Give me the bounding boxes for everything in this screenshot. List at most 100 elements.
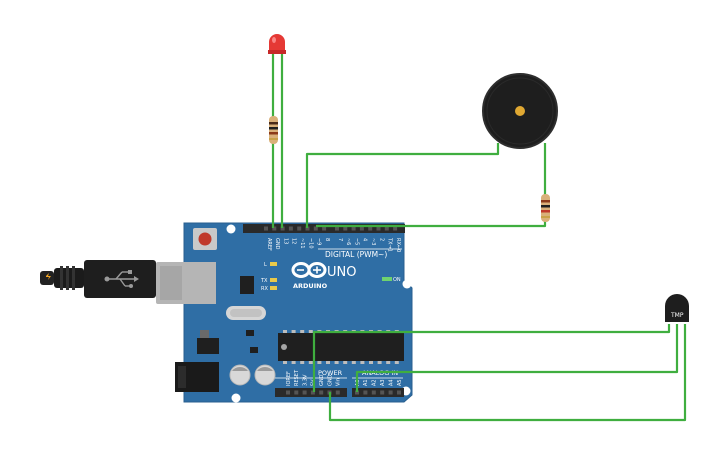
usb-chip	[240, 276, 254, 294]
wire-buzzer-to-gnd[interactable]	[316, 143, 547, 228]
analog-pin-label: A5	[397, 379, 403, 386]
analog-pin-label: A3	[380, 379, 386, 386]
mounting-hole	[402, 279, 412, 289]
power-led	[382, 277, 392, 281]
digital-pin-hole[interactable]	[359, 226, 364, 231]
analog-pin-hole[interactable]	[355, 390, 359, 395]
analog-pin-hole[interactable]	[363, 390, 368, 395]
digital-pin-hole[interactable]	[351, 226, 356, 231]
digital-pin-label: 12	[291, 238, 297, 244]
power-pin-label: IOREF	[286, 371, 292, 386]
usb-cable-tip	[40, 271, 54, 285]
digital-pin-label: 7	[337, 238, 343, 241]
mounting-hole	[231, 393, 241, 403]
analog-header[interactable]	[352, 388, 404, 397]
tx-led	[270, 278, 277, 282]
tmp-sensor-body	[665, 294, 689, 322]
atmega-microcontroller	[278, 333, 404, 361]
arduino-logo-icon	[291, 262, 327, 278]
digital-pin-label: ~9	[316, 238, 322, 245]
digital-pin-hole[interactable]	[322, 226, 327, 231]
power-pin-hole[interactable]	[294, 390, 299, 395]
wire-tmp-to-a0[interactable]	[355, 324, 679, 392]
digital-pin-hole[interactable]	[272, 226, 277, 231]
regulator-tab	[200, 330, 209, 338]
power-pin-hole[interactable]	[286, 390, 290, 395]
digital-pin-label: ~11	[299, 238, 305, 249]
piezo-buzzer[interactable]	[482, 73, 558, 149]
analog-pin-label: A2	[372, 379, 378, 386]
digital-pin-hole[interactable]	[305, 226, 310, 231]
digital-pin-hole[interactable]	[343, 226, 348, 231]
led-resistor[interactable]	[269, 116, 278, 144]
power-pin-label: Vin	[336, 378, 342, 386]
wire-tmp-to-5v[interactable]	[312, 324, 671, 392]
usb-trident-icon	[104, 270, 139, 288]
digital-header-label: DIGITAL (PWM~)	[325, 250, 387, 259]
l-led	[270, 262, 277, 266]
analog-pin-label: A1	[363, 379, 369, 386]
digital-pin-hole[interactable]	[280, 226, 285, 231]
l-led-label: L	[264, 262, 267, 268]
tmp-sensor-label: TMP	[670, 312, 684, 319]
digital-pin-label: 13	[282, 238, 288, 244]
digital-pin-hole[interactable]	[384, 226, 389, 231]
digital-pin-label: 8	[324, 238, 330, 241]
wire-buzzer-to-pin10[interactable]	[305, 143, 500, 228]
power-header-label: POWER	[318, 369, 343, 377]
power-pin-label: RESET	[294, 369, 300, 386]
on-label: ON	[393, 277, 401, 283]
digital-pin-hole[interactable]	[297, 226, 302, 231]
power-pin-hole[interactable]	[319, 390, 324, 395]
analog-pin-hole[interactable]	[380, 390, 385, 395]
digital-pin-label: 4	[362, 238, 368, 241]
digital-pin-label: ~10	[307, 238, 313, 249]
power-pin-label: GND	[327, 374, 333, 386]
digital-pin-hole[interactable]	[376, 226, 381, 231]
model-label: UNO	[327, 265, 356, 280]
rx-label: RX	[261, 286, 268, 292]
mounting-hole	[226, 224, 236, 234]
usb-bolt-icon	[46, 273, 51, 280]
rx-led	[270, 286, 277, 290]
analog-pin-hole[interactable]	[397, 390, 401, 395]
digital-pin-label: 2	[378, 238, 384, 241]
digital-pin-hole[interactable]	[393, 226, 398, 231]
digital-pin-hole[interactable]	[313, 226, 318, 231]
tx-label: TX	[260, 278, 268, 284]
analog-pin-label: A4	[388, 379, 394, 386]
digital-pin-label: RX←0	[395, 238, 401, 252]
reset-button-cap[interactable]	[198, 232, 212, 246]
red-led[interactable]	[268, 34, 286, 228]
usb-port	[182, 262, 216, 304]
digital-pin-label: TX→1	[387, 237, 393, 252]
power-pin-hole[interactable]	[310, 390, 315, 395]
voltage-regulator	[197, 338, 219, 354]
wire-tmp-to-gnd[interactable]	[328, 324, 687, 422]
digital-pin-label: GND	[274, 238, 280, 250]
buzzer-resistor[interactable]	[541, 194, 550, 222]
led-bulb	[269, 34, 285, 52]
digital-pin-label: ~5	[353, 238, 359, 245]
power-pin-hole[interactable]	[302, 390, 307, 395]
power-pin-label: 3.3V	[302, 374, 308, 386]
digital-pin-hole[interactable]	[288, 226, 293, 231]
digital-pin-hole[interactable]	[368, 226, 373, 231]
digital-pin-holes	[264, 226, 398, 231]
brand-label: ARDUINO	[293, 282, 328, 290]
digital-pin-label: AREF	[266, 238, 272, 251]
power-pin-hole[interactable]	[335, 390, 340, 395]
power-pin-label: GND	[319, 374, 325, 386]
digital-pin-label: ~6	[345, 238, 351, 245]
digital-pin-hole[interactable]	[264, 226, 268, 231]
digital-pin-hole[interactable]	[335, 226, 339, 231]
digital-pin-label: ~3	[370, 238, 376, 245]
buzzer-center	[515, 106, 525, 116]
analog-pin-hole[interactable]	[371, 390, 376, 395]
tmp-sensor[interactable]: TMP	[665, 294, 689, 322]
analog-pin-hole[interactable]	[388, 390, 393, 395]
